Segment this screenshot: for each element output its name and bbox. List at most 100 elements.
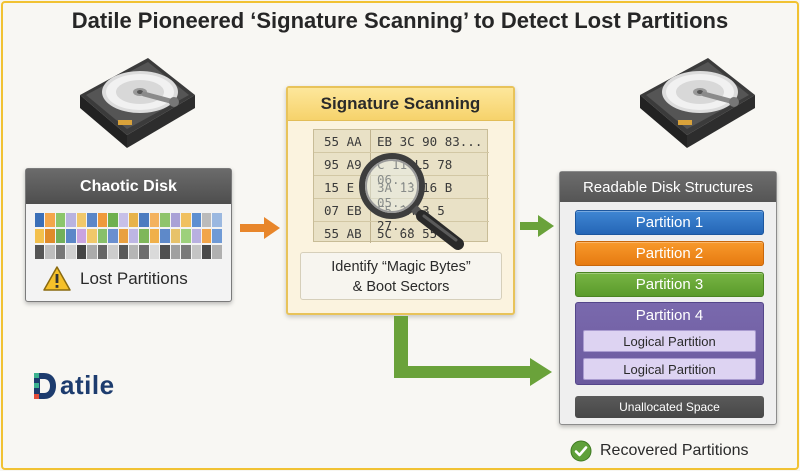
disk-block [35, 229, 45, 243]
hard-drive-icon [640, 58, 755, 148]
datile-logo: atile [32, 370, 115, 401]
arrow-right-icon [240, 217, 280, 239]
recovered-partitions-label: Recovered Partitions [600, 442, 749, 459]
partition-4: Partition 4 Logical Partition Logical Pa… [575, 302, 764, 385]
disk-block [66, 229, 76, 243]
disk-block [212, 213, 222, 227]
disk-block [191, 229, 201, 243]
disk-block [118, 229, 128, 243]
readable-disk-heading: Readable Disk Structures [560, 172, 776, 202]
block-row [35, 213, 223, 227]
disk-block [87, 245, 97, 259]
elbow-arrow-icon [394, 316, 552, 386]
disk-block [55, 213, 66, 227]
identify-magic-bytes-note: Identify “Magic Bytes” & Boot Sectors [300, 252, 502, 300]
disk-block [212, 245, 222, 259]
disk-block [97, 245, 108, 259]
disk-block [170, 229, 181, 243]
disk-block [108, 213, 118, 227]
disk-block [181, 229, 191, 243]
disk-block [160, 229, 170, 243]
partition-1: Partition 1 [575, 210, 764, 235]
hex-row: 15 E 3A 13 16 B 05... [314, 176, 489, 210]
lost-partitions-row: Lost Partitions [42, 265, 188, 292]
disk-block [35, 245, 45, 259]
disk-block [118, 245, 128, 259]
disk-block [139, 229, 149, 243]
disk-block [139, 245, 149, 259]
disk-block [108, 245, 118, 259]
hex-row: 55 AA EB 3C 90 83... [314, 130, 489, 152]
arrow-right-icon [520, 215, 554, 237]
disk-block [139, 213, 149, 227]
hex-offset: 55 AA [324, 134, 362, 149]
disk-block [149, 213, 160, 227]
disk-block [87, 229, 97, 243]
partition-3: Partition 3 [575, 272, 764, 297]
disk-block [45, 245, 55, 259]
disk-block [55, 229, 66, 243]
hex-bytes: EB 3C 90 83... [377, 134, 483, 149]
chaotic-disk-panel: Chaotic Disk Lost Partitions [25, 168, 232, 302]
identify-line-2: & Boot Sectors [352, 279, 450, 295]
hard-drive-icon [80, 58, 195, 148]
page-title: Datile Pioneered ‘Signature Scanning’ to… [71, 8, 729, 33]
disk-block [97, 229, 108, 243]
disk-block [108, 229, 118, 243]
hex-offset: 95 A9 [324, 157, 362, 172]
warning-icon [43, 266, 71, 291]
unallocated-space: Unallocated Space [575, 396, 764, 418]
magnifying-glass-icon [359, 153, 464, 250]
disk-block [76, 213, 87, 227]
disk-block [87, 213, 97, 227]
readable-disk-structures-panel: Readable Disk Structures Partition 1 Par… [559, 171, 777, 425]
block-row [35, 245, 223, 259]
disk-block [128, 229, 139, 243]
disk-block [191, 245, 201, 259]
disk-block [170, 213, 181, 227]
disk-block [128, 213, 139, 227]
disk-block [45, 213, 55, 227]
disk-block [202, 229, 212, 243]
disk-block [160, 245, 170, 259]
logical-partition-2: Logical Partition [583, 358, 756, 380]
disk-block [202, 245, 212, 259]
disk-block [170, 245, 181, 259]
hex-offset: 07 EB [324, 203, 362, 218]
block-row [35, 229, 223, 243]
disk-block [128, 245, 139, 259]
scrambled-blocks-grid [35, 213, 223, 261]
lost-partitions-label: Lost Partitions [80, 268, 188, 288]
signature-scanning-panel: Signature Scanning 55 AA EB 3C 90 83... … [286, 86, 515, 315]
disk-block [160, 213, 170, 227]
partition-4-label: Partition 4 [635, 306, 704, 324]
partition-2: Partition 2 [575, 241, 764, 266]
logical-partition-1: Logical Partition [583, 330, 756, 352]
datile-logo-text: atile [60, 370, 115, 400]
disk-block [181, 213, 191, 227]
disk-block [202, 213, 212, 227]
check-circle-icon [570, 440, 592, 462]
hex-bytes: 3A 13 16 B 05... [377, 180, 453, 210]
disk-block [66, 213, 76, 227]
hex-dump: 55 AA EB 3C 90 83... 95 A9 C 11 L5 78 06… [313, 129, 489, 243]
recovered-partitions-row: Recovered Partitions [570, 440, 749, 462]
disk-block [181, 245, 191, 259]
disk-block [35, 213, 45, 227]
chaotic-disk-heading: Chaotic Disk [26, 169, 231, 204]
disk-block [76, 245, 87, 259]
disk-block [45, 229, 55, 243]
signature-scanning-heading: Signature Scanning [288, 88, 513, 121]
disk-block [66, 245, 76, 259]
disk-block [149, 245, 160, 259]
disk-block [212, 229, 222, 243]
disk-block [76, 229, 87, 243]
identify-line-1: Identify “Magic Bytes” [331, 259, 471, 275]
datile-logo-mark [34, 372, 56, 399]
disk-block [118, 213, 128, 227]
hex-offset: 15 E [324, 180, 355, 195]
disk-block [191, 213, 201, 227]
disk-block [55, 245, 66, 259]
hex-offset: 55 AB [324, 226, 362, 241]
disk-block [97, 213, 108, 227]
